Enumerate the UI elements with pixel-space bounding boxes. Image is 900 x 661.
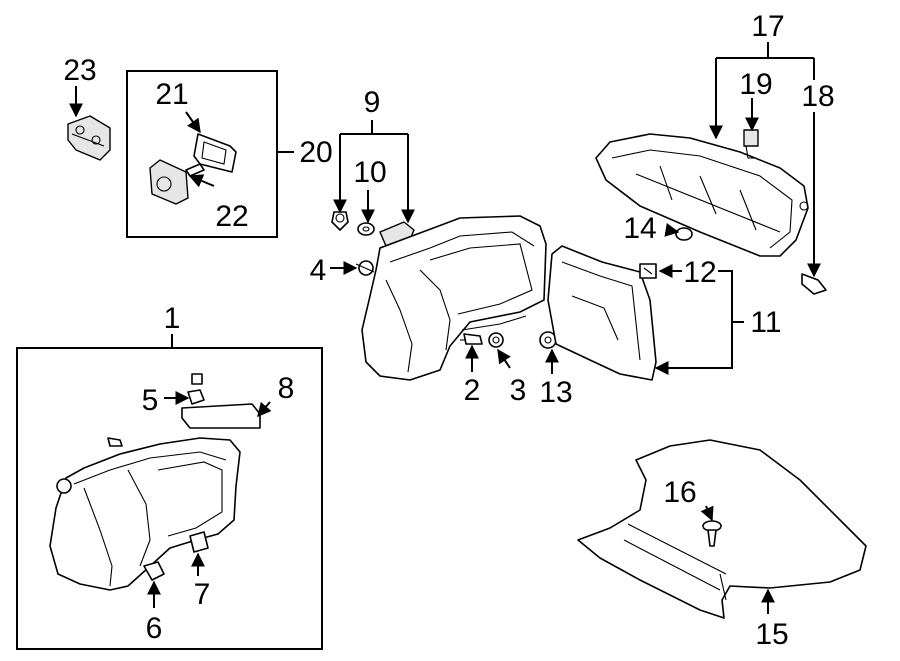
callout-14: 14	[623, 212, 656, 245]
part-5-clip	[187, 373, 205, 405]
part-23-bracket	[67, 115, 111, 161]
callout-22: 22	[215, 200, 248, 233]
callout-4: 4	[310, 254, 327, 287]
callout-21: 21	[155, 78, 188, 111]
callout-10: 10	[353, 156, 386, 189]
part-7-clip	[189, 531, 209, 553]
callout-11: 11	[750, 306, 781, 339]
callout-7: 7	[194, 578, 211, 611]
part-19-bracket	[743, 129, 759, 159]
part-1-quarter-trim-panel	[49, 437, 241, 591]
part-10-grommet	[357, 222, 375, 236]
part-1-clip	[56, 478, 72, 494]
part-17-package-tray	[595, 133, 809, 257]
callout-5: 5	[142, 384, 159, 417]
part-11-side-panel	[547, 245, 657, 381]
part-15-floor-mat	[577, 439, 867, 619]
group-box-20	[126, 70, 278, 238]
group-box-1	[16, 347, 323, 650]
callout-labels: 23 21 22 20 9 10 4 2 3 13 17 19 18 14 12…	[63, 10, 834, 651]
callout-16: 16	[663, 476, 696, 509]
part-18-clip	[801, 273, 827, 295]
callout-17: 17	[751, 10, 784, 43]
part-3-clip	[488, 332, 504, 348]
part-2-screw	[460, 333, 483, 345]
callout-3: 3	[510, 374, 527, 407]
leader-lines	[69, 42, 821, 614]
callout-15: 15	[755, 618, 788, 651]
part-9-fastener	[331, 211, 349, 231]
callout-18: 18	[801, 80, 834, 113]
callout-23: 23	[63, 54, 96, 87]
part-1-screw	[107, 437, 123, 447]
part-8-trim-strip	[181, 403, 261, 429]
part-4-clip	[355, 260, 375, 276]
callout-2: 2	[464, 374, 481, 407]
part-6-fastener	[143, 561, 165, 581]
part-14-plug	[675, 227, 693, 241]
callout-6: 6	[146, 612, 163, 645]
callout-20: 20	[299, 136, 332, 169]
callout-1: 1	[164, 302, 181, 335]
callout-13: 13	[539, 376, 572, 409]
part-21-lamp-lens	[193, 133, 237, 173]
callout-8: 8	[278, 372, 295, 405]
callout-19: 19	[739, 68, 772, 101]
quarter-trim-panel-center	[361, 215, 547, 381]
part-12-clip	[639, 263, 657, 279]
callout-9: 9	[364, 86, 381, 119]
callout-12: 12	[683, 256, 716, 289]
part-22-lamp-housing	[149, 159, 205, 205]
